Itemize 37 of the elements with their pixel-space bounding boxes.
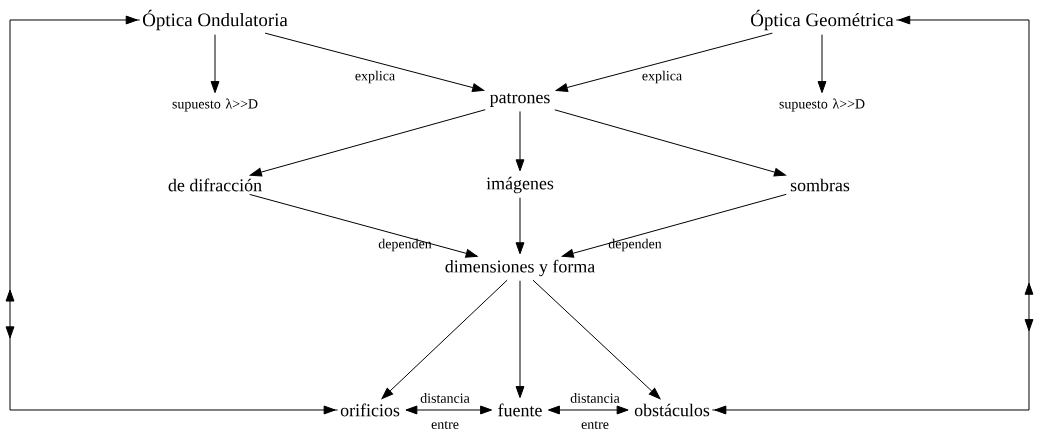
edge-label: dependen — [608, 238, 662, 252]
loop-arrow — [711, 15, 1034, 415]
arrow — [381, 279, 508, 400]
edge-label: explica — [642, 70, 682, 84]
concept-text: Óptica Geométrica — [751, 9, 894, 31]
label-text: entre — [581, 421, 609, 429]
arrow — [515, 110, 525, 172]
concept-text: de difracción — [168, 178, 262, 192]
arrow — [547, 405, 629, 415]
arrow — [515, 280, 525, 399]
arrow — [515, 197, 525, 255]
concept-text: dimensiones y forma — [445, 259, 595, 277]
arrow — [249, 109, 486, 177]
concept-text: patrones — [489, 93, 550, 107]
concept-text: imágenes — [486, 176, 554, 194]
edge-label: distancia — [570, 393, 620, 403]
concept-text: fuente — [498, 403, 542, 417]
edge-label: distancia — [420, 393, 470, 403]
arrow — [817, 34, 827, 94]
arrow — [264, 32, 485, 92]
assumption-text: supuesto λ>>D — [779, 98, 865, 112]
edge-label: explica — [355, 70, 395, 84]
assumption-text: supuesto λ>>D — [172, 98, 258, 112]
arrow — [249, 193, 478, 258]
concept-text: sombras — [790, 178, 850, 192]
arrow — [555, 32, 773, 92]
arrow — [210, 34, 220, 94]
arrow — [405, 405, 493, 415]
arrow — [554, 109, 787, 177]
arrow — [561, 193, 787, 258]
edge-label: dependen — [378, 238, 432, 252]
loop-arrow — [5, 15, 339, 415]
label-text: entre — [431, 421, 459, 429]
concept-text: Óptica Ondulatoria — [143, 9, 288, 31]
arrow — [532, 279, 661, 400]
concept-text: orificios — [340, 403, 400, 417]
concept-text: obstáculos — [634, 403, 710, 417]
